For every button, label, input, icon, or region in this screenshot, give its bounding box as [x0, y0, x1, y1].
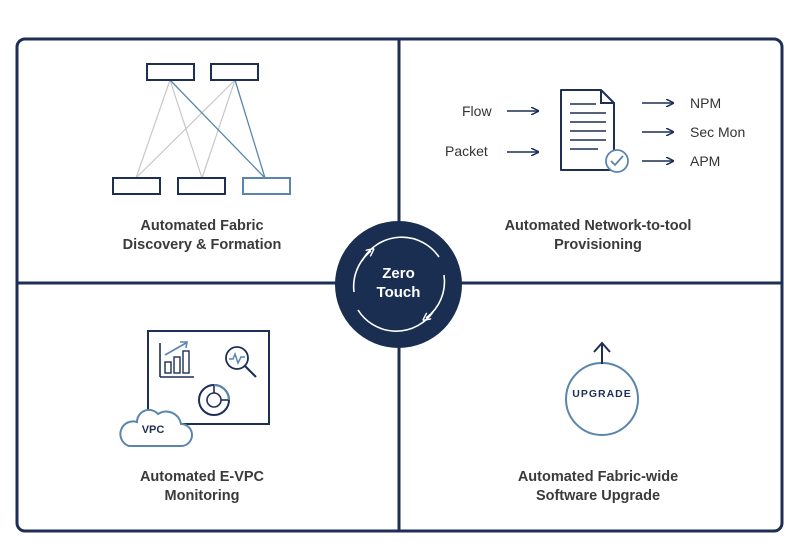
spine-switch: [146, 63, 195, 81]
caption-line: Automated E-VPC: [139, 469, 265, 485]
hub-label-line2: Touch: [376, 284, 421, 301]
hub-label: Zero Touch: [335, 264, 462, 302]
leaf-switch: [112, 177, 161, 195]
document-check-icon: [560, 89, 629, 173]
fabric-topology-icon: [112, 63, 291, 195]
caption-network-to-tool: Automated Network-to-tool Provisioning: [408, 217, 788, 255]
output-arrows: [642, 103, 673, 161]
caption-line: Monitoring: [164, 488, 240, 504]
upgrade-badge-label: UPGRADE: [572, 388, 632, 400]
caption-line: Provisioning: [554, 237, 642, 253]
caption-software-upgrade: Automated Fabric-wide Software Upgrade: [408, 468, 788, 506]
cloud-label: VPC: [141, 424, 165, 436]
leaf-switch-new: [242, 177, 291, 195]
output-label-npm: NPM: [690, 95, 722, 111]
output-label-sec-mon: Sec Mon: [690, 124, 746, 140]
input-label-flow: Flow: [462, 103, 492, 119]
leaf-switch: [177, 177, 226, 195]
search-pulse-icon: [225, 346, 257, 378]
spine-switch: [210, 63, 259, 81]
donut-chart-icon: [198, 384, 230, 416]
upgrade-arrow-icon: [565, 341, 639, 436]
caption-line: Automated Network-to-tool: [504, 218, 692, 234]
caption-line: Automated Fabric: [140, 218, 264, 234]
input-label-packet: Packet: [445, 143, 488, 159]
caption-line: Automated Fabric-wide: [517, 469, 679, 485]
hub-label-line1: Zero: [382, 265, 415, 282]
caption-line: Software Upgrade: [535, 488, 661, 504]
caption-evpc-monitoring: Automated E-VPC Monitoring: [12, 468, 392, 506]
cloud-icon: [119, 408, 193, 447]
output-label-apm: APM: [690, 153, 721, 169]
caption-line: Discovery & Formation: [122, 237, 282, 253]
caption-fabric-discovery: Automated Fabric Discovery & Formation: [12, 217, 392, 255]
input-arrows: [507, 111, 538, 152]
bar-chart-icon: [159, 341, 194, 378]
monitoring-dashboard-icon: [119, 330, 270, 447]
